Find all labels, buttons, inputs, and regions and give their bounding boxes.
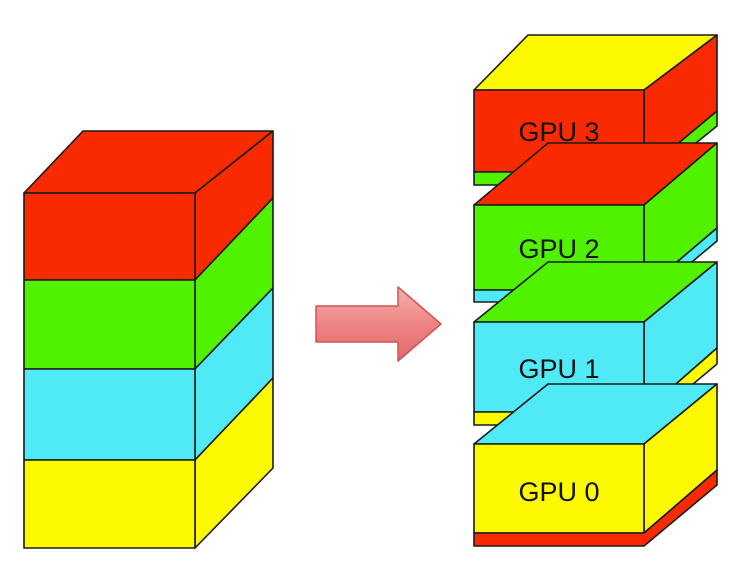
gpu-1-label: GPU 1 [518,354,599,384]
right-arrow-icon [315,286,442,362]
gpu-2-label: GPU 2 [518,234,599,264]
gpu-0-front-face [473,443,645,534]
left-layer-red-front [23,192,196,281]
gpu-0-label: GPU 0 [518,477,599,507]
gpu-0-underside-sheet [473,469,718,547]
left-layer-green-front [23,279,196,370]
left-stack [23,130,274,549]
left-layer-yellow-front [23,459,196,549]
right-stack: GPU 3 GPU 2 GPU 1 GPU 0 [473,34,718,547]
gpu-3-label: GPU 3 [518,117,599,147]
gpu-0-block: GPU 0 [473,383,718,547]
left-layer-cyan-front [23,368,196,461]
